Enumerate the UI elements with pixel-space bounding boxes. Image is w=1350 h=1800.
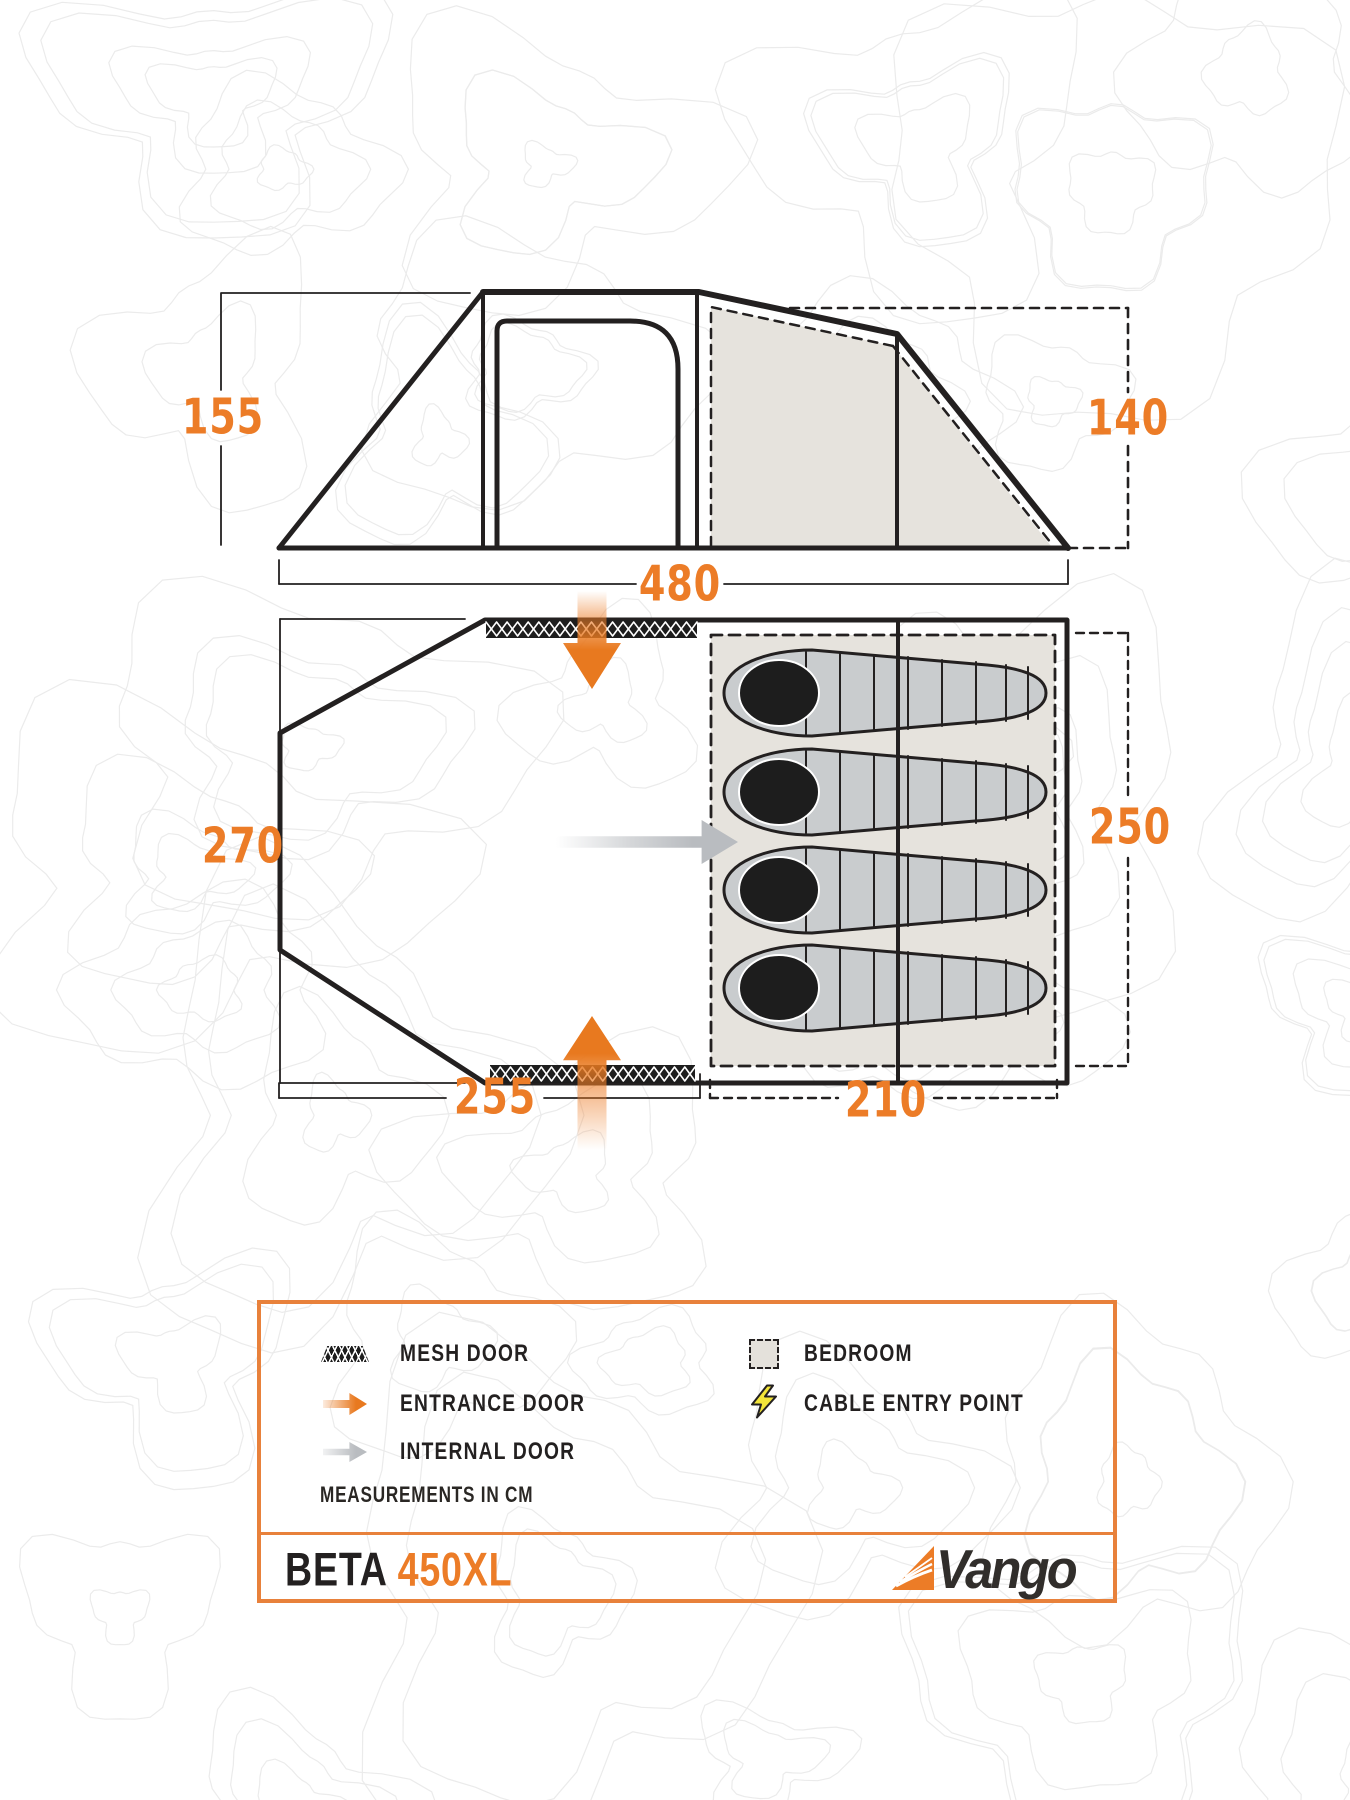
bedroom-swatch-icon bbox=[749, 1339, 779, 1369]
dimension-label-bedroom-width: 250 bbox=[1088, 798, 1172, 856]
mesh-door-icon bbox=[321, 1346, 369, 1362]
internal-door-arrow-icon bbox=[323, 1442, 367, 1462]
dimension-label-bedroom-length: 210 bbox=[844, 1071, 928, 1129]
product-title: BETA 450XL bbox=[285, 1542, 512, 1597]
legend-label-mesh-door: MESH DOOR bbox=[400, 1340, 530, 1367]
mesh-door-bands bbox=[485, 620, 698, 1083]
legend-divider bbox=[261, 1532, 1113, 1535]
legend-label-cable-entry: CABLE ENTRY POINT bbox=[804, 1390, 1024, 1417]
legend-label-internal-door: INTERNAL DOOR bbox=[400, 1438, 576, 1465]
side-elevation-view bbox=[220, 289, 1130, 585]
vango-logo-wordmark: Vango bbox=[935, 1538, 1078, 1600]
product-variant: 450XL bbox=[397, 1542, 513, 1596]
dimension-label-bedroom-height: 140 bbox=[1086, 389, 1170, 447]
dimension-label-peak-height: 155 bbox=[181, 388, 265, 446]
legend-box: MESH DOOR ENTRANCE DOOR INTERNAL DOOR ME… bbox=[257, 1300, 1117, 1603]
legend-label-entrance-door: ENTRANCE DOOR bbox=[400, 1390, 586, 1417]
cable-entry-bolt-icon bbox=[750, 1384, 778, 1424]
product-model: BETA bbox=[285, 1542, 398, 1596]
measurements-note: MEASUREMENTS IN CM bbox=[320, 1482, 534, 1507]
vango-logo-sail-icon bbox=[891, 1546, 934, 1590]
sleeping-bags bbox=[722, 648, 1048, 1033]
side-view-door bbox=[494, 318, 681, 551]
vango-logo: Vango bbox=[890, 1537, 1087, 1601]
dimension-label-living-length: 255 bbox=[453, 1068, 537, 1126]
entrance-door-arrow-icon bbox=[323, 1393, 367, 1415]
legend-label-bedroom: BEDROOM bbox=[804, 1340, 913, 1367]
dimension-label-total-width: 270 bbox=[201, 817, 285, 875]
dimension-label-total-length: 480 bbox=[638, 555, 722, 613]
